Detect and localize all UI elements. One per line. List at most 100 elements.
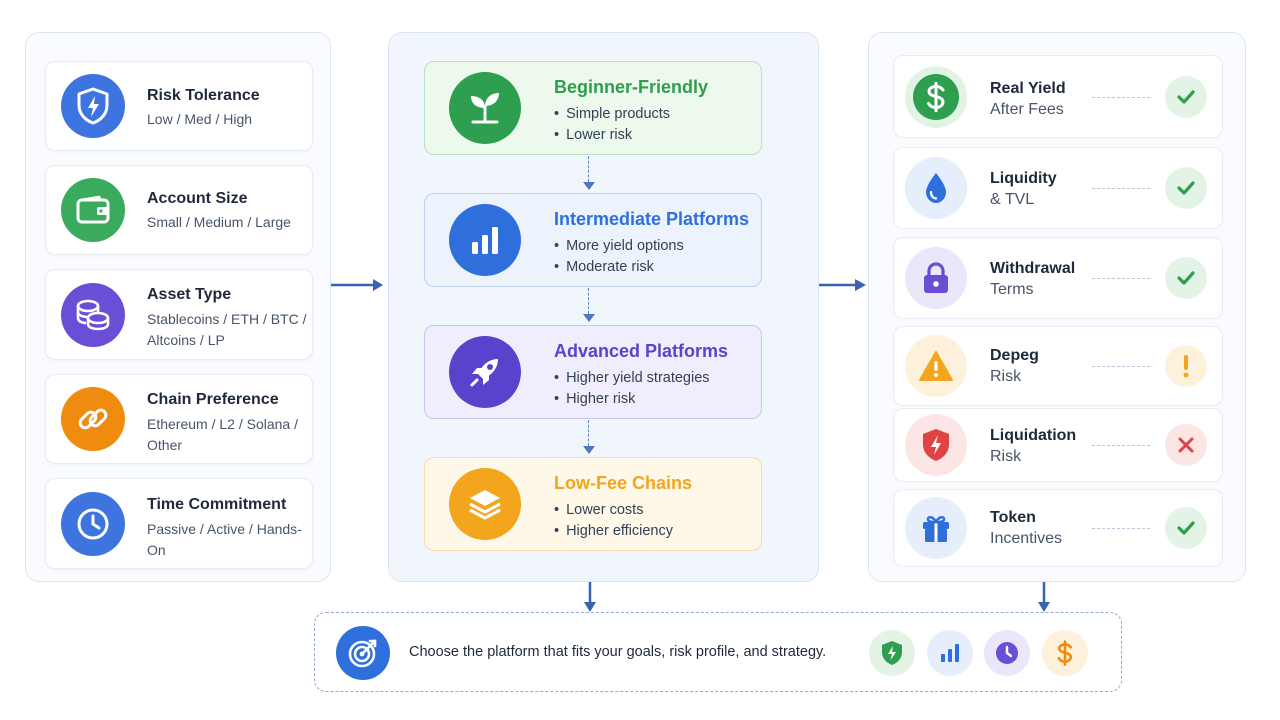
tier-bullets: Higher yield strategies Higher risk — [554, 368, 710, 410]
criterion-label: Real Yield After Fees — [990, 78, 1090, 120]
factor-desc: Ethereum / L2 / Solana / Other — [147, 416, 298, 453]
factor-card-asset-type: Asset Type Stablecoins / ETH / BTC / Alt… — [45, 269, 313, 360]
tier-bullet: Higher risk — [554, 389, 710, 410]
wallet-icon — [61, 178, 125, 242]
tier-connector — [588, 156, 589, 182]
criterion-dash — [1092, 366, 1150, 367]
tier-bullet: Lower risk — [554, 125, 670, 146]
factor-title: Account Size — [147, 190, 248, 207]
criterion-label-line1: Liquidation — [990, 427, 1077, 444]
platform-tiers-panel: Beginner-Friendly Simple products Lower … — [388, 32, 819, 582]
flow-arrow-right-1 — [331, 279, 383, 291]
factor-title: Chain Preference — [147, 391, 279, 408]
factor-title: Time Commitment — [147, 496, 287, 513]
tier-bullet: Moderate risk — [554, 257, 684, 278]
tier-card-beginner: Beginner-Friendly Simple products Lower … — [424, 61, 762, 155]
tier-connector-head — [583, 314, 595, 322]
criterion-dash — [1092, 528, 1150, 529]
user-factors-panel: Risk Tolerance Low / Med / High Account … — [25, 32, 331, 582]
shield-bolt-icon — [905, 414, 967, 476]
criterion-label: Depeg Risk — [990, 345, 1090, 387]
check-icon — [1165, 257, 1207, 299]
criterion-label: Withdrawal Terms — [990, 258, 1090, 300]
gift-icon — [905, 497, 967, 559]
dollar-icon — [905, 65, 967, 128]
factor-card-time-commitment: Time Commitment Passive / Active / Hands… — [45, 478, 313, 569]
cross-icon — [1165, 424, 1207, 466]
criterion-label-line2: Incentives — [990, 530, 1063, 547]
tier-bullets: Simple products Lower risk — [554, 104, 670, 146]
tier-title: Beginner-Friendly — [554, 77, 709, 97]
criterion-label-line2: Risk — [990, 368, 1022, 385]
criterion-label-line1: Token — [990, 509, 1036, 526]
tier-title: Advanced Platforms — [554, 341, 729, 361]
sprout-icon — [449, 72, 521, 144]
droplet-icon — [905, 157, 967, 219]
tier-bullet: Simple products — [554, 104, 670, 125]
coins-icon — [61, 282, 125, 347]
tier-card-advanced: Advanced Platforms Higher yield strategi… — [424, 325, 762, 419]
conclusion-text: Choose the platform that fits your goals… — [409, 644, 827, 660]
tier-card-low-fee: Low-Fee Chains Lower costs Higher effici… — [424, 457, 762, 551]
flow-arrow-down-2 — [1038, 582, 1050, 612]
check-icon — [1165, 75, 1207, 118]
rocket-icon — [449, 336, 521, 408]
check-icon — [1165, 167, 1207, 209]
criterion-dash — [1092, 445, 1150, 446]
lock-icon — [905, 247, 967, 309]
tier-card-intermediate: Intermediate Platforms More yield option… — [424, 193, 762, 287]
criterion-row-token-incentives: Token Incentives — [893, 489, 1223, 567]
check-icon — [1165, 507, 1207, 549]
criterion-label: Liquidity & TVL — [990, 168, 1090, 210]
link-icon — [61, 387, 125, 451]
criterion-row-depeg: Depeg Risk — [893, 326, 1223, 406]
target-icon — [336, 626, 390, 680]
shield-icon — [61, 74, 125, 138]
criterion-label-line1: Withdrawal — [990, 260, 1076, 277]
factor-desc: Small / Medium / Large — [147, 214, 291, 230]
tier-title: Intermediate Platforms — [554, 209, 750, 229]
criterion-label: Token Incentives — [990, 507, 1090, 549]
tier-bullet: Higher efficiency — [554, 521, 673, 542]
factor-desc: Low / Med / High — [147, 111, 253, 127]
criterion-label-line1: Real Yield — [990, 80, 1066, 97]
dollar-icon — [1042, 630, 1088, 676]
tier-connector — [588, 420, 589, 446]
factor-card-account-size: Account Size Small / Medium / Large — [45, 165, 313, 255]
factor-desc: Stablecoins / ETH / BTC / Altcoins / LP — [147, 311, 307, 348]
bar-chart-icon — [449, 204, 521, 276]
criterion-label-line2: Terms — [990, 281, 1034, 298]
clock-icon — [61, 491, 125, 556]
tier-title: Low-Fee Chains — [554, 473, 693, 493]
tier-bullets: Lower costs Higher efficiency — [554, 500, 673, 542]
factor-card-risk-tolerance: Risk Tolerance Low / Med / High — [45, 61, 313, 151]
tier-connector-head — [583, 446, 595, 454]
flow-arrow-down-1 — [584, 582, 596, 612]
clock-icon — [984, 630, 1030, 676]
criterion-label-line2: After Fees — [990, 101, 1064, 118]
criterion-dash — [1092, 278, 1150, 279]
criterion-label-line2: Risk — [990, 448, 1022, 465]
conclusion-bar: Choose the platform that fits your goals… — [314, 612, 1122, 692]
tier-bullets: More yield options Moderate risk — [554, 236, 684, 278]
factor-desc: Passive / Active / Hands-On — [147, 521, 302, 558]
bar-chart-icon — [927, 630, 973, 676]
layers-icon — [449, 468, 521, 540]
tier-bullet: Lower costs — [554, 500, 673, 521]
evaluation-criteria-panel: Real Yield After Fees Liquidity & TVL — [868, 32, 1246, 582]
warning-icon — [905, 335, 967, 397]
criterion-row-liquidity: Liquidity & TVL — [893, 147, 1223, 229]
shield-check-icon — [869, 630, 915, 676]
tier-bullet: Higher yield strategies — [554, 368, 709, 389]
criterion-label-line1: Depeg — [990, 347, 1039, 364]
criterion-dash — [1092, 188, 1150, 189]
tier-connector — [588, 288, 589, 314]
factor-title: Risk Tolerance — [147, 87, 260, 104]
tier-connector-head — [583, 182, 595, 190]
criterion-row-liquidation: Liquidation Risk — [893, 408, 1223, 482]
caution-icon — [1165, 345, 1207, 387]
criterion-dash — [1092, 96, 1150, 98]
criterion-label: Liquidation Risk — [990, 425, 1090, 467]
criterion-label-line1: Liquidity — [990, 170, 1057, 187]
criterion-row-real-yield: Real Yield After Fees — [893, 55, 1223, 138]
